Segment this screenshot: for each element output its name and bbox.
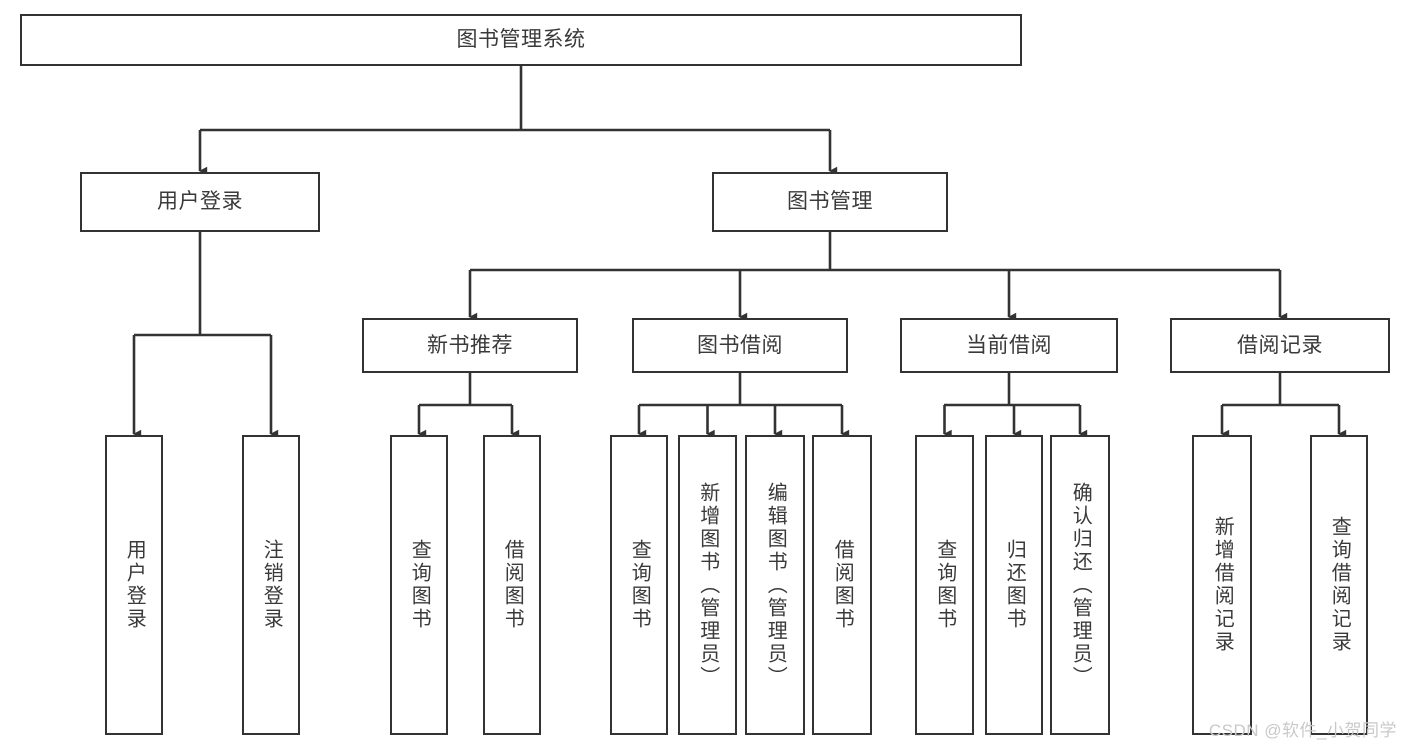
node-label: 查询图书	[933, 539, 956, 631]
node-leaf-borrow-book-1: 借阅图书	[483, 435, 541, 735]
node-label: 新增借阅记录	[1211, 516, 1234, 654]
node-label: 借阅图书	[831, 539, 854, 631]
node-label: 用户登录	[123, 539, 146, 631]
node-book-admin: 图书管理	[712, 172, 948, 232]
node-label: 当前借阅	[966, 333, 1052, 357]
node-leaf-borrow-book-2: 借阅图书	[812, 435, 872, 735]
node-leaf-return-book: 归还图书	[985, 435, 1043, 735]
node-leaf-confirm-return: 确认归还（管理员）	[1050, 435, 1110, 735]
node-label: 编辑图书（管理员）	[764, 481, 787, 689]
node-label: 用户登录	[157, 190, 243, 214]
node-label: 借阅记录	[1237, 333, 1323, 357]
node-borrow-record: 借阅记录	[1170, 318, 1390, 373]
node-label: 图书管理系统	[456, 28, 586, 52]
node-label: 图书借阅	[697, 333, 783, 357]
node-leaf-query-book-3: 查询图书	[915, 435, 974, 735]
node-new-book-rec: 新书推荐	[362, 318, 578, 373]
node-label: 图书管理	[787, 190, 873, 214]
node-label: 新增图书（管理员）	[696, 481, 719, 689]
node-root: 图书管理系统	[20, 14, 1022, 66]
node-leaf-add-book: 新增图书（管理员）	[678, 435, 737, 735]
node-label: 借阅图书	[501, 539, 524, 631]
node-current-borrow: 当前借阅	[900, 318, 1118, 373]
node-leaf-user-logout: 注销登录	[242, 435, 300, 735]
node-label: 归还图书	[1003, 539, 1026, 631]
node-leaf-query-book-2: 查询图书	[610, 435, 668, 735]
node-leaf-query-book-1: 查询图书	[390, 435, 448, 735]
node-label: 注销登录	[260, 539, 283, 631]
node-leaf-edit-book: 编辑图书（管理员）	[745, 435, 805, 735]
watermark-text: CSDN @软件_小贺同学	[1208, 721, 1397, 740]
node-label: 查询借阅记录	[1328, 516, 1351, 654]
node-label: 查询图书	[408, 539, 431, 631]
node-user-login: 用户登录	[80, 172, 320, 232]
node-leaf-query-record: 查询借阅记录	[1310, 435, 1368, 735]
node-label: 新书推荐	[427, 333, 513, 357]
node-leaf-add-record: 新增借阅记录	[1192, 435, 1252, 735]
node-label: 查询图书	[628, 539, 651, 631]
node-book-borrow: 图书借阅	[632, 318, 848, 373]
node-label: 确认归还（管理员）	[1069, 481, 1092, 689]
node-leaf-user-login: 用户登录	[105, 435, 163, 735]
